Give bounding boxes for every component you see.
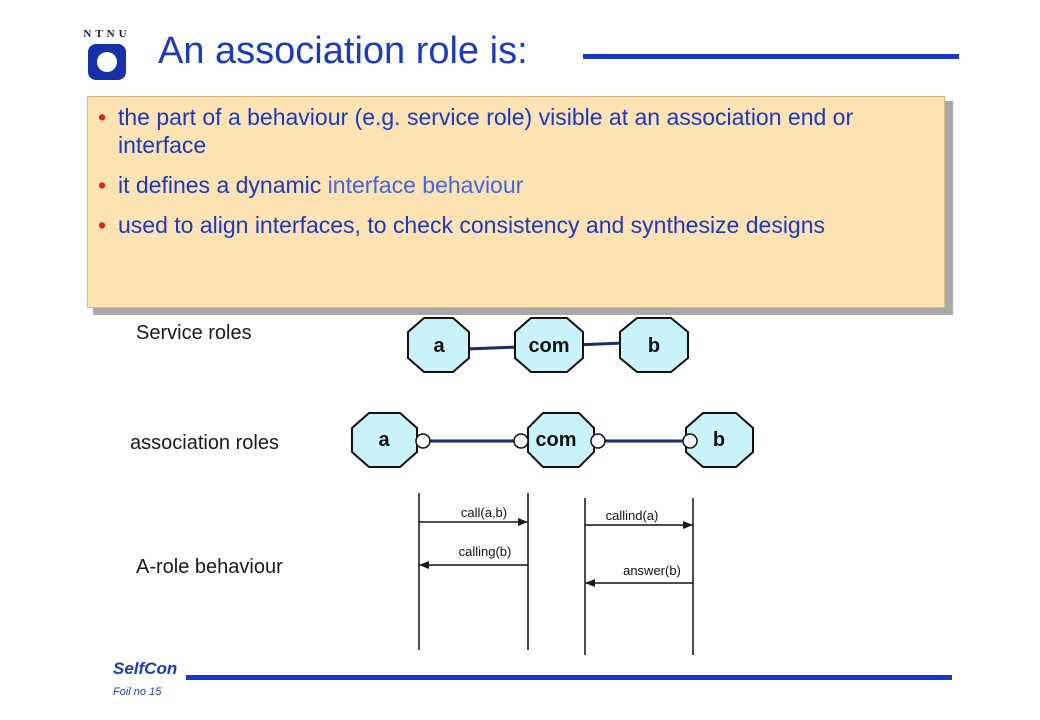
arole-behaviour-label: A-role behaviour [136,556,283,578]
title-rule [583,54,959,59]
logo-text: NTNU [83,28,131,40]
assoc-port-a [415,433,431,449]
assoc-port-b [682,433,698,449]
bullet-list: • the part of a behaviour (e.g. service … [98,103,918,251]
assoc-node-b-label: b [713,429,725,451]
assoc-node-a [351,412,418,468]
bullet-item: • it defines a dynamic interface behavio… [98,171,918,199]
service-node-com [514,317,584,373]
bullet-dot-icon: • [98,172,107,198]
message-callind-label: callind(a) [606,508,659,523]
bullet-text: used to align interfaces, to check consi… [118,212,826,238]
slide-title: An association role is: [158,30,528,72]
service-node-com-label: com [528,335,569,357]
assoc-node-com [527,412,595,468]
service-node-b [619,317,689,373]
bullet-highlight: interface behaviour [327,172,524,198]
bullet-dot-icon: • [98,104,107,130]
bullet-text: it defines a dynamic [118,172,328,198]
logo-emblem-icon [88,44,126,80]
footer-name: SelfCon [113,659,178,678]
bullet-item: • used to align interfaces, to check con… [98,211,918,239]
message-answer-label: answer(b) [623,563,681,578]
bullet-item: • the part of a behaviour (e.g. service … [98,103,918,159]
message-calling-label: calling(b) [459,544,512,559]
service-roles-label: Service roles [136,322,252,344]
message-call-label: call(a,b) [461,505,507,520]
ntnu-logo: NTNU [82,28,132,84]
bullet-dot-icon: • [98,212,107,238]
assoc-node-a-label: a [378,429,390,451]
service-node-a [407,317,470,373]
association-roles-label: association roles [130,432,279,454]
service-link-a-com [465,345,520,351]
assoc-port-com-right [590,433,606,449]
service-node-a-label: a [433,335,445,357]
footer-foil-number: Foil no 15 [113,686,162,698]
assoc-port-com-left [513,433,529,449]
assoc-node-com-label: com [535,429,576,451]
bullet-text: the part of a behaviour (e.g. service ro… [118,104,854,158]
service-node-b-label: b [648,335,660,357]
footer-rule [186,675,952,680]
bullet-box: • the part of a behaviour (e.g. service … [87,96,945,308]
